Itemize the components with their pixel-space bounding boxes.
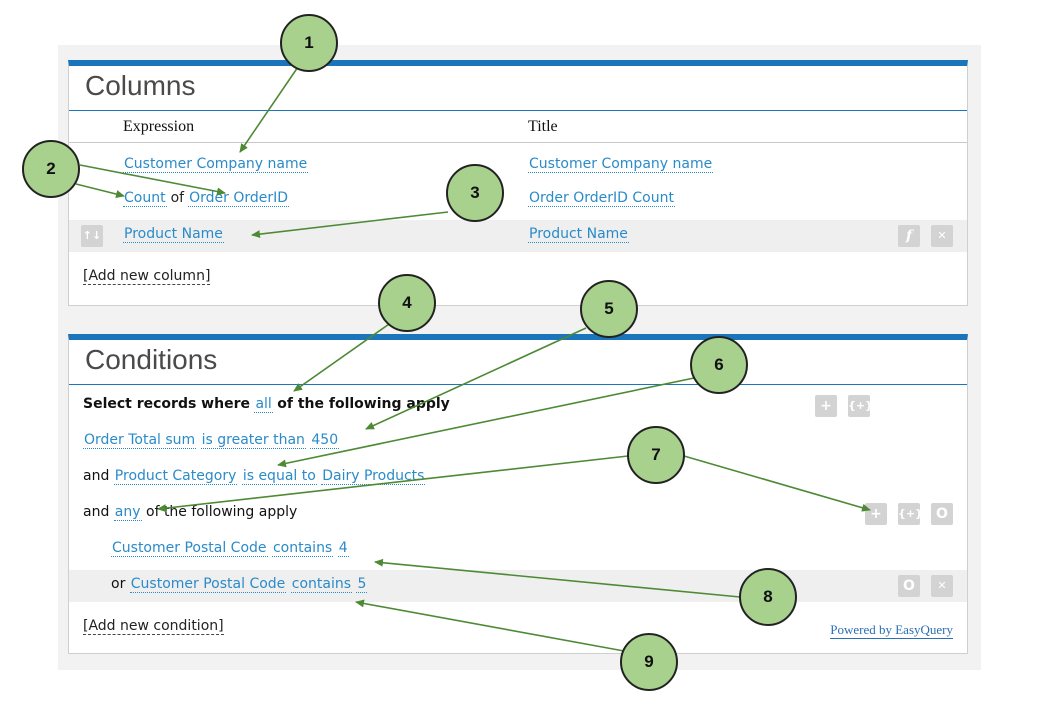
- add-column-link[interactable]: [Add new column]: [83, 268, 211, 285]
- delete-icon[interactable]: ✕: [931, 225, 953, 247]
- callout-badge: 1: [280, 14, 338, 72]
- toggle-icon[interactable]: O: [898, 575, 920, 597]
- root-prefix: Select records where: [83, 396, 250, 412]
- callout-badge: 2: [22, 140, 80, 198]
- callout-badge: 7: [627, 426, 685, 484]
- column-expression: Customer Company name: [123, 156, 309, 173]
- reorder-icon[interactable]: ↑↓: [81, 225, 103, 247]
- expression-connector: of: [170, 190, 185, 206]
- root-mode-link[interactable]: all: [254, 396, 273, 413]
- condition-value-link[interactable]: 450: [310, 432, 340, 449]
- toggle-icon[interactable]: O: [931, 503, 953, 525]
- delete-icon[interactable]: ✕: [931, 575, 953, 597]
- add-group-icon[interactable]: {+}: [848, 395, 873, 417]
- conditions-title: Conditions: [85, 344, 218, 375]
- header-title: Title: [528, 118, 558, 135]
- column-title-link[interactable]: Order OrderID Count: [528, 190, 675, 207]
- expression-field-link[interactable]: Product Name: [123, 226, 224, 243]
- condition-row-hovered: or Customer Postal Code contains 5 O ✕: [69, 570, 967, 602]
- function-icon[interactable]: f: [898, 225, 920, 247]
- condition-joiner: and: [83, 504, 110, 520]
- expression-field-link[interactable]: Customer Company name: [123, 156, 309, 173]
- columns-panel: Columns Expression Title Customer Compan…: [68, 60, 968, 306]
- add-group-icon[interactable]: {+}: [898, 503, 923, 525]
- columns-title-rule: [69, 110, 967, 111]
- column-title: Order OrderID Count: [528, 190, 675, 207]
- callout-badge: 6: [690, 336, 748, 394]
- column-title: Customer Company name: [528, 156, 714, 173]
- add-condition-row: [Add new condition]: [69, 612, 967, 644]
- column-title-link[interactable]: Product Name: [528, 226, 629, 243]
- callout-badge: 5: [580, 280, 638, 338]
- column-expression: Product Name: [123, 226, 224, 243]
- add-condition-link[interactable]: [Add new condition]: [83, 618, 224, 635]
- condition-value-link[interactable]: 4: [337, 540, 349, 557]
- add-condition-icon[interactable]: +: [815, 395, 837, 417]
- header-expression: Expression: [123, 118, 195, 135]
- condition-joiner: and: [83, 468, 110, 484]
- condition-field-link[interactable]: Order Total sum: [83, 432, 197, 449]
- condition-operator-link[interactable]: contains: [290, 576, 353, 593]
- condition-row: Order Total sum is greater than 450: [69, 426, 967, 458]
- callout-badge: 8: [739, 568, 797, 626]
- condition-field-link[interactable]: Customer Postal Code: [111, 540, 268, 557]
- callout-badge: 4: [378, 274, 436, 332]
- conditions-panel: Conditions Select records where all of t…: [68, 334, 968, 654]
- condition-field-link[interactable]: Product Category: [113, 468, 238, 485]
- add-condition-icon[interactable]: +: [865, 503, 887, 525]
- condition-operator-link[interactable]: is greater than: [200, 432, 306, 449]
- columns-title: Columns: [85, 70, 196, 101]
- column-row-hovered: ↑↓ Product Name Product Name f ✕: [69, 220, 967, 252]
- group-suffix: of the following apply: [146, 504, 298, 520]
- root-condition-row: Select records where all of the followin…: [69, 390, 967, 422]
- condition-row: Customer Postal Code contains 4: [69, 534, 967, 566]
- aggregate-function-link[interactable]: Count: [123, 190, 167, 207]
- header-rule: [69, 142, 967, 143]
- group-mode-link[interactable]: any: [113, 504, 142, 521]
- expression-field-link[interactable]: Order OrderID: [188, 190, 290, 207]
- column-row: Customer Company name Customer Company n…: [69, 150, 967, 182]
- powered-by-link[interactable]: Powered by EasyQuery: [830, 622, 953, 639]
- condition-field-link[interactable]: Customer Postal Code: [129, 576, 287, 593]
- condition-operator-link[interactable]: is equal to: [241, 468, 317, 485]
- conditions-title-rule: [69, 384, 967, 385]
- column-title: Product Name: [528, 226, 629, 243]
- root-suffix: of the following apply: [277, 396, 450, 412]
- column-title-link[interactable]: Customer Company name: [528, 156, 714, 173]
- condition-operator-link[interactable]: contains: [271, 540, 334, 557]
- condition-row: and Product Category is equal to Dairy P…: [69, 462, 967, 494]
- group-condition-row: and any of the following apply + {+} O: [69, 498, 967, 530]
- add-column-row: [Add new column]: [69, 262, 967, 294]
- callout-badge: 9: [620, 633, 678, 691]
- condition-value-link[interactable]: Dairy Products: [321, 468, 426, 485]
- condition-joiner: or: [111, 576, 126, 592]
- condition-value-link[interactable]: 5: [356, 576, 368, 593]
- callout-badge: 3: [446, 164, 504, 222]
